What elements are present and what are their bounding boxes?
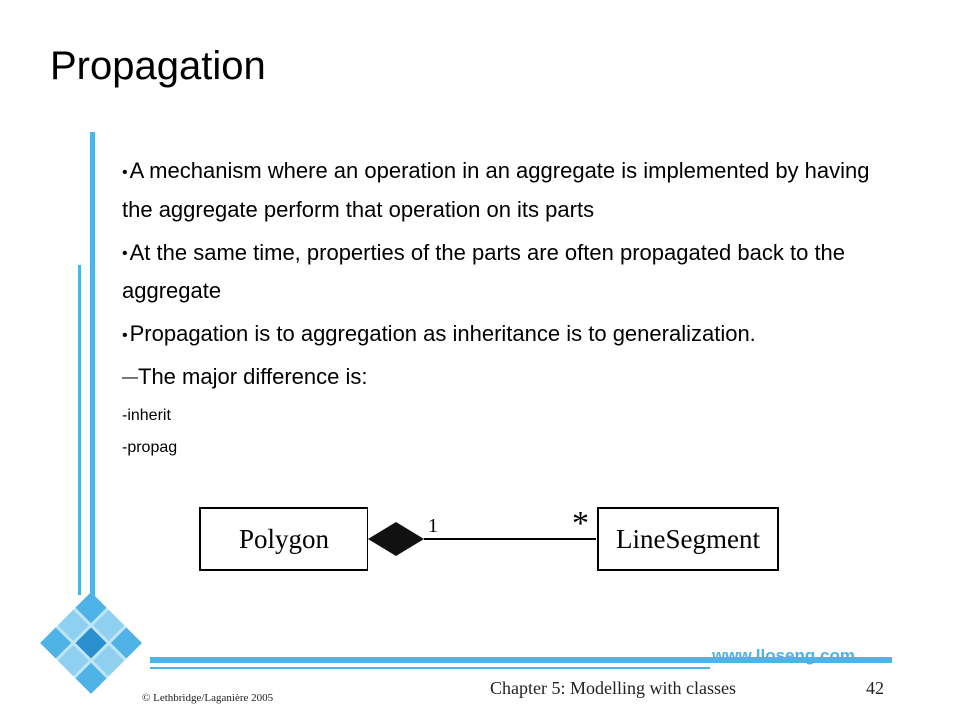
bottom-horizontal-bar-thin <box>150 667 710 669</box>
publisher-logo-icon <box>40 592 142 694</box>
dash-icon: — <box>122 369 138 387</box>
aggregation-diamond-icon <box>368 522 424 556</box>
slide-title: Propagation <box>50 44 266 88</box>
bullet-item: •At the same time, properties of the par… <box>122 234 882 310</box>
bullet-item: •Propagation is to aggregation as inheri… <box>122 315 882 354</box>
linesegment-class-box <box>597 507 779 571</box>
bullet-text: At the same time, properties of the part… <box>122 239 846 304</box>
bullet-text: Propagation is to aggregation as inherit… <box>129 321 756 347</box>
linesegment-class-label: LineSegment <box>616 524 760 554</box>
left-vertical-bar-inner <box>78 265 81 595</box>
bottom-horizontal-bar <box>150 657 892 663</box>
sub-sub-bullet: -propag <box>122 439 178 457</box>
left-vertical-bar-outer <box>90 132 95 662</box>
uml-aggregation-diagram: Polygon 1 * LineSegment <box>199 500 779 584</box>
bullet-text: A mechanism where an operation in an agg… <box>122 158 870 222</box>
bullet-dot-icon: • <box>122 163 128 181</box>
bullet-dot-icon: • <box>122 245 128 263</box>
bullet-item: •A mechanism where an operation in an ag… <box>122 152 882 228</box>
polygon-class-box <box>199 507 369 571</box>
website-link[interactable]: www.lloseng.com <box>712 646 855 665</box>
sub-sub-bullet: -inherit <box>122 407 171 425</box>
multiplicity-one: 1 <box>428 515 438 537</box>
sub-bullet: —The major difference is: <box>122 360 882 395</box>
copyright-text: © Lethbridge/Laganière 2005 <box>142 692 274 704</box>
chapter-text: Chapter 5: Modelling with classes <box>490 678 736 698</box>
bullet-list: •A mechanism where an operation in an ag… <box>122 152 882 463</box>
sub-bullet-text: The major difference is: <box>138 364 368 390</box>
multiplicity-many: * <box>572 505 589 542</box>
polygon-class-label: Polygon <box>239 524 330 554</box>
page-number: 42 <box>866 678 884 698</box>
bullet-dot-icon: • <box>122 327 128 345</box>
